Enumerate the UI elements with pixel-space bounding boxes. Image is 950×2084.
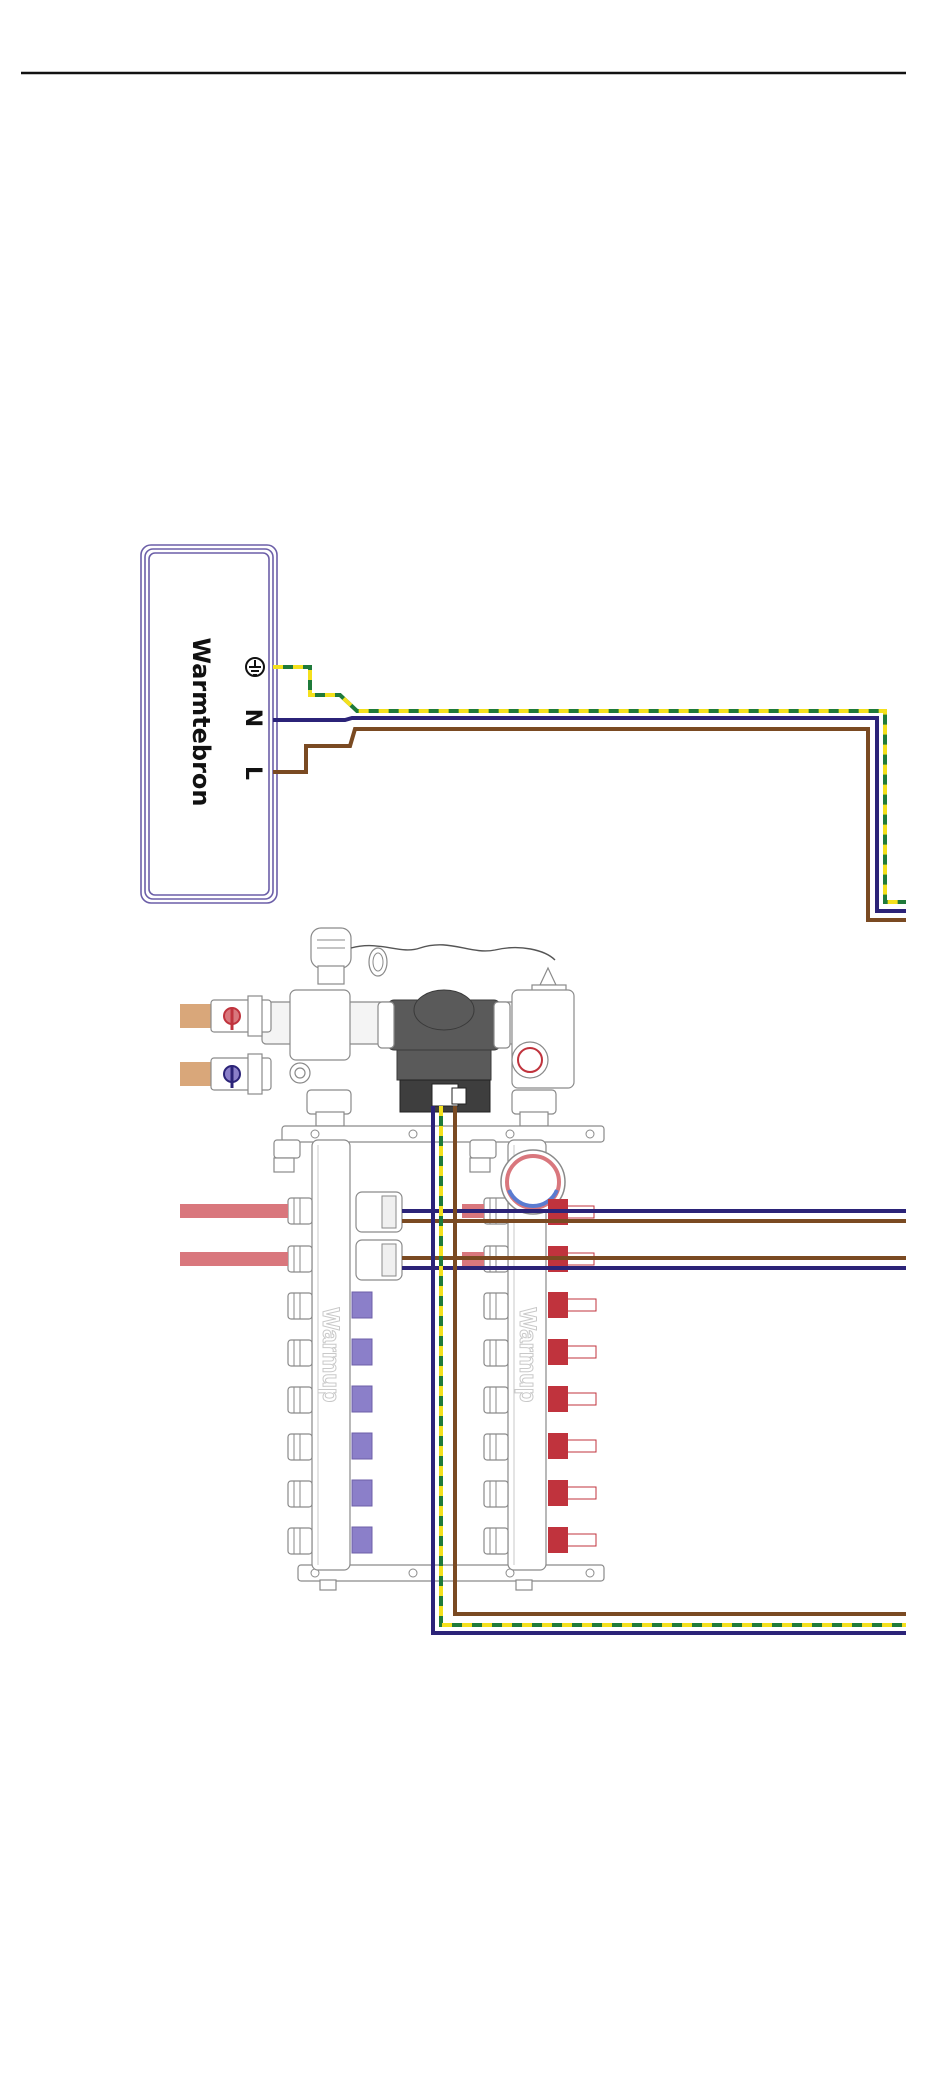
manifold-brand-right: Warmup [514, 1307, 541, 1402]
underfloor-pipe-1 [180, 1204, 288, 1218]
valve-cap-6 [352, 1433, 372, 1459]
neutral-wire-top [273, 718, 906, 911]
return-outlets [288, 1198, 312, 1554]
actuator-2 [356, 1240, 402, 1280]
mixing-unit [262, 928, 574, 1126]
flow-meter-6 [548, 1433, 596, 1459]
live-wire-top [273, 729, 906, 920]
flow-meter-5 [548, 1386, 596, 1412]
actuator-1 [356, 1192, 402, 1232]
earth-terminal-icon [246, 658, 264, 676]
flow-outlets [484, 1198, 508, 1554]
earth-wire-top [273, 667, 906, 902]
heat-source-label: Warmtebron [187, 638, 215, 807]
valve-cap-5 [352, 1386, 372, 1412]
neutral-terminal-label: N [240, 709, 265, 727]
return-ball-valve [180, 1054, 271, 1094]
flow-meter-8 [548, 1527, 596, 1553]
valve-cap-3 [352, 1292, 372, 1318]
flow-meter-4 [548, 1339, 596, 1365]
live-terminal-label: L [240, 766, 265, 780]
flow-meter-7 [548, 1480, 596, 1506]
supply-ball-valve [180, 996, 271, 1036]
heat-source-box: Warmtebron N L [141, 545, 277, 903]
underfloor-pipe-2 [180, 1252, 288, 1266]
flow-meter-3 [548, 1292, 596, 1318]
valve-cap-8 [352, 1527, 372, 1553]
manifold-brand-left: Warmup [317, 1307, 344, 1402]
valve-cap-4 [352, 1339, 372, 1365]
return-manifold: Warmup [312, 1140, 350, 1570]
valve-cap-7 [352, 1480, 372, 1506]
